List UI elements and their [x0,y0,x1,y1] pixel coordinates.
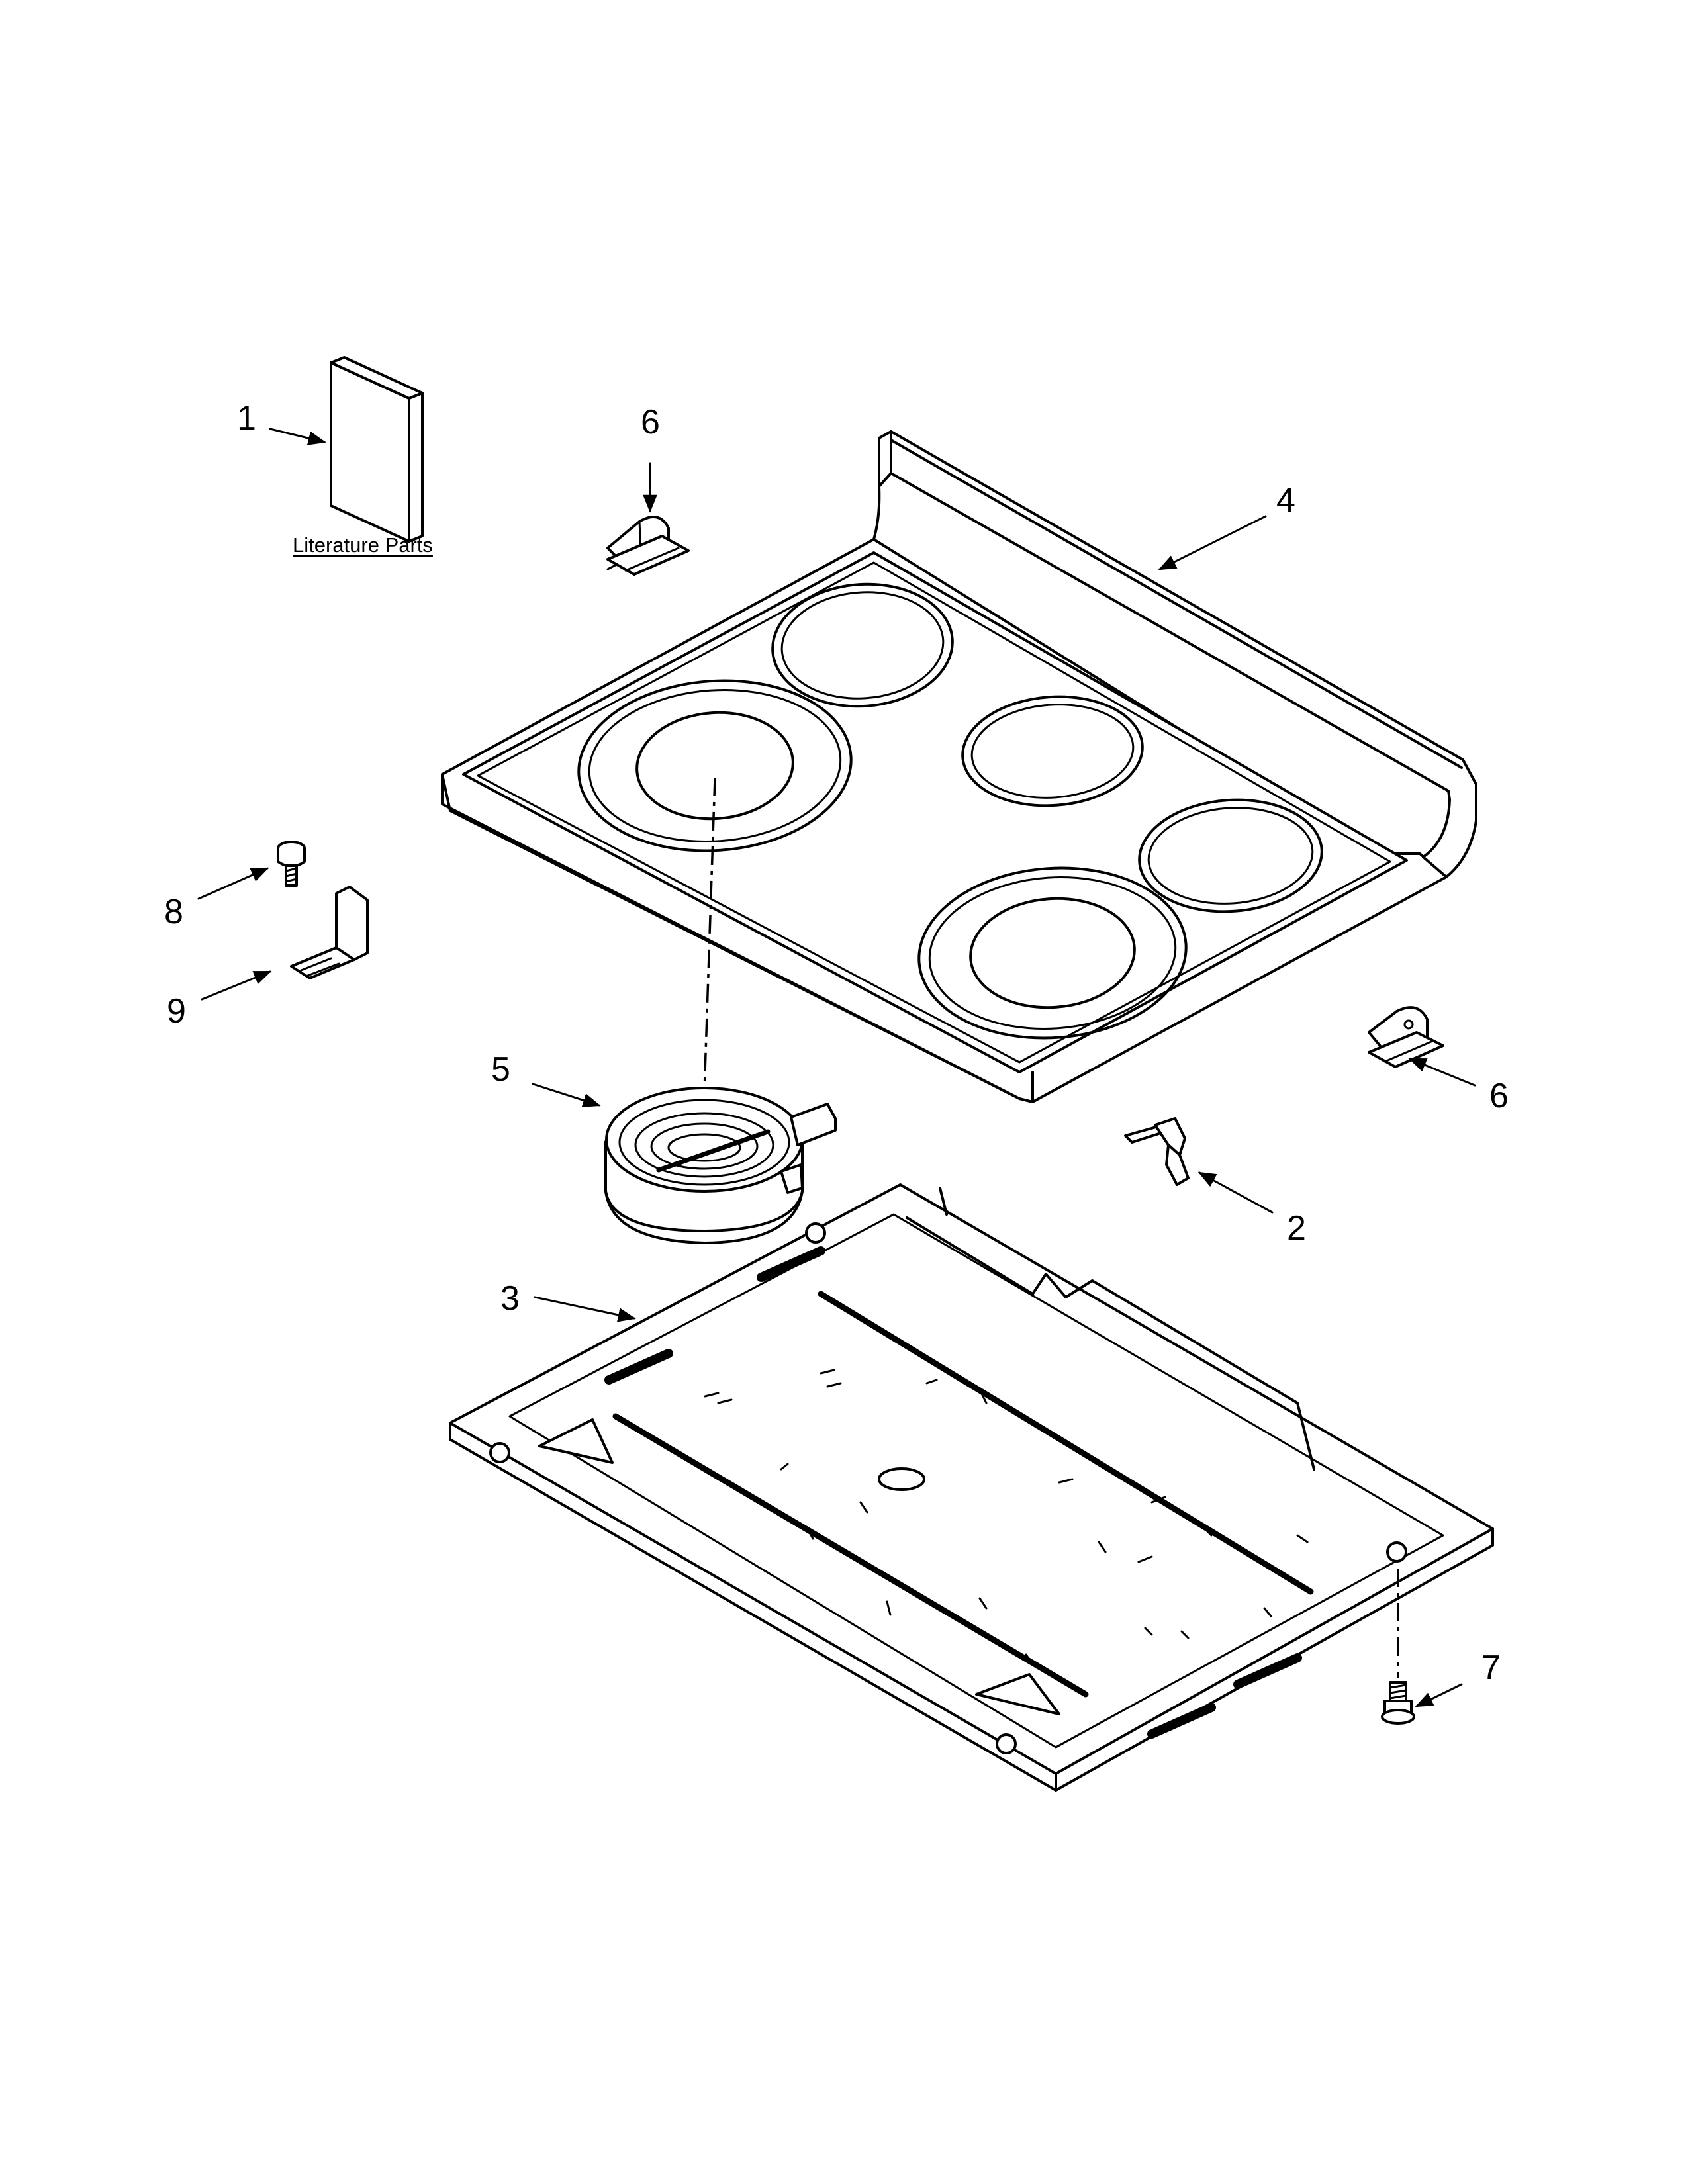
bottom-panel-part-3 [449,1183,1494,1792]
callout-8: 8 [164,893,183,931]
cooktop-part-4 [441,430,1477,1103]
callout-6-top: 6 [641,403,660,441]
callout-4: 4 [1276,481,1295,520]
screw-part-8 [277,841,306,887]
callout-leaders [197,428,1476,1707]
callout-5: 5 [491,1050,510,1089]
literature-parts-label: Literature Parts [293,533,433,557]
clip-part-6-top [606,515,690,576]
assembly-line-element [700,777,716,1172]
callout-2: 2 [1287,1209,1306,1248]
radiant-element-part-5 [604,1087,837,1244]
bracket-part-2 [1124,1117,1190,1186]
callout-9: 9 [167,992,186,1030]
callout-1: 1 [237,399,256,437]
screw-part-7 [1381,1681,1415,1725]
clip-part-6-right [1368,1006,1444,1068]
bracket-part-9 [290,886,369,979]
callout-7: 7 [1481,1649,1501,1687]
callout-6-right: 6 [1489,1077,1509,1115]
callout-3: 3 [500,1279,520,1318]
literature-booklet [330,356,424,543]
